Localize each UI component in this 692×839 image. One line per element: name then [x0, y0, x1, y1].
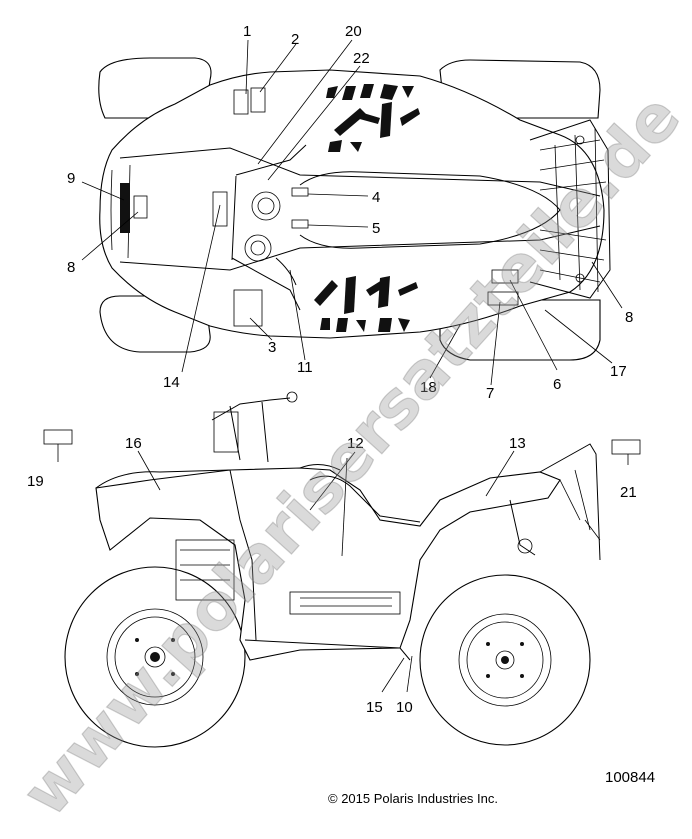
- callout-22: 22: [353, 50, 370, 67]
- callout-21: 21: [620, 484, 637, 501]
- callout-13: 13: [509, 435, 526, 452]
- rear-rack: [529, 119, 611, 299]
- callout-5: 5: [372, 220, 380, 237]
- fender-graphic-lower: [314, 276, 418, 332]
- atv-side-view: [43, 391, 641, 748]
- callout-7: 7: [486, 385, 494, 402]
- callout-4: 4: [372, 189, 380, 206]
- callout-12: 12: [347, 435, 364, 452]
- callout-19: 19: [27, 473, 44, 490]
- callout-labels: 1 2 20 22 9 8 4 5 14 3 11 18 7 6 17 8 19…: [27, 23, 637, 716]
- callout-20: 20: [345, 23, 362, 40]
- atv-top-view: [98, 57, 611, 361]
- callout-9: 9: [67, 170, 75, 187]
- callout-3: 3: [268, 339, 276, 356]
- callout-18: 18: [420, 379, 437, 396]
- callout-14: 14: [163, 374, 180, 391]
- leader-lines: [57, 39, 629, 693]
- fender-graphic-upper: [326, 84, 420, 152]
- copyright: © 2015 Polaris Industries Inc.: [328, 791, 498, 806]
- callout-6: 6: [553, 376, 561, 393]
- callout-11: 11: [297, 359, 313, 376]
- callout-17: 17: [610, 363, 627, 380]
- callout-15: 15: [366, 699, 383, 716]
- callout-2: 2: [291, 31, 299, 48]
- callout-10: 10: [396, 699, 413, 716]
- callout-1: 1: [243, 23, 251, 40]
- callout-16: 16: [125, 435, 142, 452]
- callout-8-front: 8: [67, 259, 75, 276]
- diagram-number: 100844: [605, 769, 655, 786]
- callout-8-rear: 8: [625, 309, 633, 326]
